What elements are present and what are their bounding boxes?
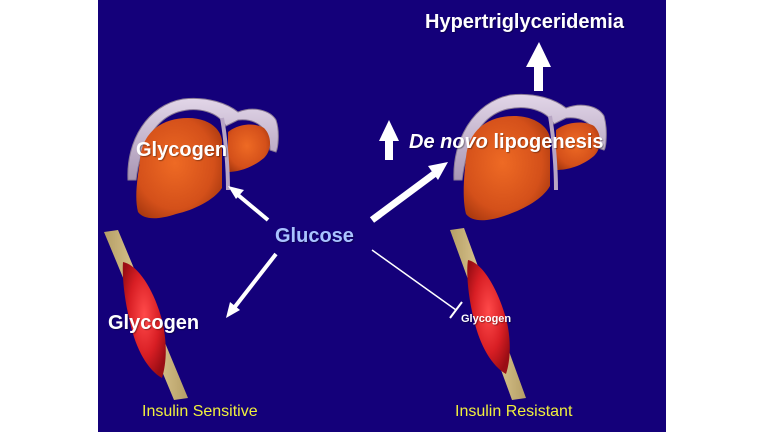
liver-glycogen-left-label: Glycogen (136, 139, 228, 161)
muscle-left-belly (122, 262, 166, 378)
lipogenesis-text: lipogenesis (487, 131, 604, 153)
muscle-glycogen-right-label: Glycogen (461, 313, 512, 325)
muscle-glycogen-left-label: Glycogen (108, 312, 200, 334)
diagram-artwork (104, 42, 607, 400)
muscle-right (450, 228, 526, 400)
hypertriglyceridemia-label: Hypertriglyceridemia (425, 11, 624, 33)
liver-left-right-lobe (136, 118, 222, 219)
up-arrow-icon-dnl (379, 120, 399, 160)
glucose-label: Glucose (275, 225, 354, 247)
liver-left-left-lobe (228, 124, 270, 172)
diagram-slide: Hypertriglyceridemia De novo lipogenesis… (98, 0, 666, 432)
liver-right (453, 93, 607, 221)
liver-left-capsule (127, 97, 279, 181)
muscle-left (104, 230, 188, 400)
liver-right-left-lobe (556, 122, 600, 170)
up-arrow-icon-hypertriglyceridemia (526, 42, 551, 91)
liver-right-right-lobe (463, 116, 550, 221)
arrow-glucose-to-right-liver (369, 162, 448, 223)
insulin-resistant-caption: Insulin Resistant (455, 403, 573, 420)
arrow-glucose-to-left-muscle (226, 252, 278, 318)
liver-left (127, 97, 279, 219)
de-novo-italic: De novo (409, 131, 488, 153)
arrow-glucose-to-left-liver (228, 186, 270, 222)
inhibit-glucose-to-right-muscle (371, 249, 463, 319)
de-novo-lipogenesis-label: De novo lipogenesis (409, 132, 604, 152)
liver-right-capsule (453, 93, 607, 181)
muscle-right-belly (467, 260, 510, 374)
insulin-sensitive-caption: Insulin Sensitive (142, 403, 258, 420)
